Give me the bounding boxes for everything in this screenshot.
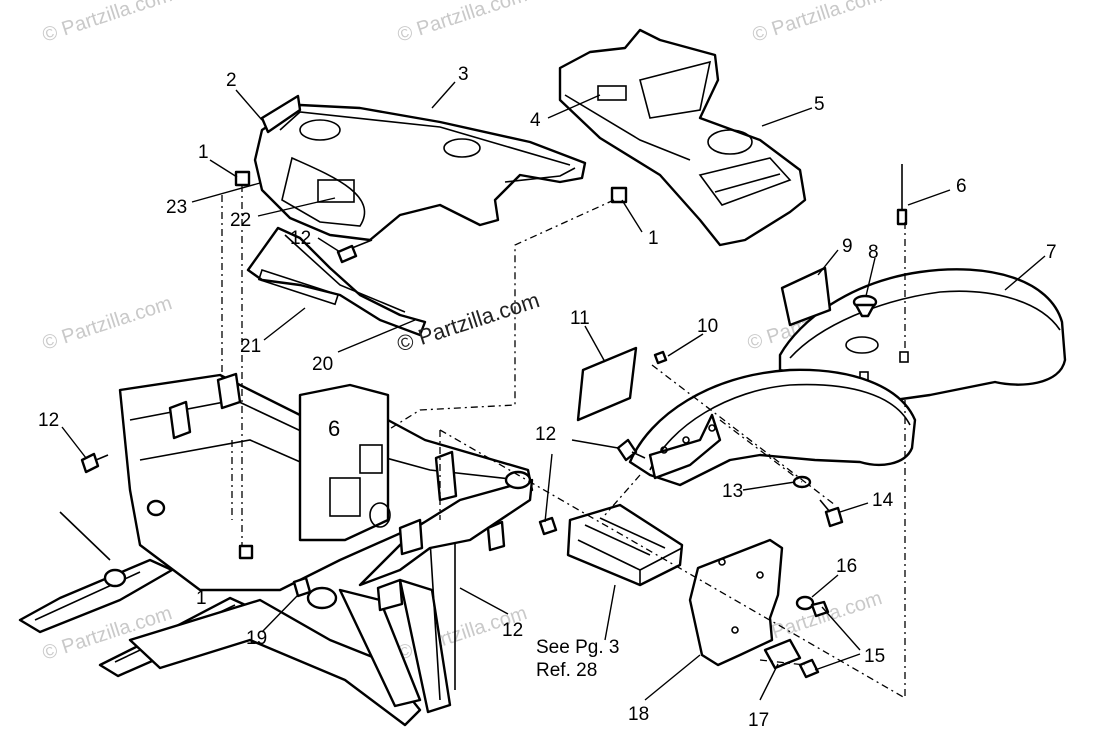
callout-17: 17	[748, 710, 769, 731]
callout-6: 6	[956, 176, 967, 197]
callout-1-bottom: 1	[196, 588, 207, 609]
part-bracket	[763, 638, 802, 670]
part-nuts	[795, 595, 830, 679]
part-clip-left	[234, 170, 251, 187]
callout-18: 18	[628, 704, 649, 725]
watermark-1: © Partzilla.com	[40, 0, 175, 47]
part-screw-frame-left	[80, 452, 109, 474]
note-see-page: See Pg. 3	[536, 637, 619, 658]
watermark-4: © Partzilla.com	[40, 292, 175, 355]
callout-1-top: 1	[198, 142, 209, 163]
callout-12-center: 12	[535, 424, 556, 445]
part-decal-left	[576, 346, 638, 422]
callout-7: 7	[1046, 242, 1057, 263]
part-19	[292, 576, 312, 598]
part-splash-plate	[688, 538, 784, 667]
callout-4: 4	[530, 110, 541, 131]
callout-14: 14	[872, 490, 894, 511]
callout-10: 10	[697, 316, 718, 337]
callout-22: 22	[230, 210, 251, 231]
callout-23: 23	[166, 197, 187, 218]
part-pin	[896, 164, 908, 226]
callout-13: 13	[722, 481, 743, 502]
callout-numbers: 2 3 4 5 6 7 8 9 10 11 1 23 22 12 1 21 20…	[38, 64, 1057, 731]
part-plug	[852, 294, 878, 318]
watermark-3: © Partzilla.com	[750, 0, 885, 47]
watermark-2: © Partzilla.com	[395, 0, 530, 47]
note-ref: Ref. 28	[536, 660, 597, 681]
part-lower-panel	[246, 226, 427, 337]
callout-9: 9	[842, 236, 853, 257]
part-rear-console	[558, 28, 807, 247]
part-screw-upper	[336, 239, 373, 264]
part-frame: 6	[18, 372, 534, 727]
callout-12-top: 12	[290, 228, 311, 249]
callout-12-bottom: 12	[502, 620, 523, 641]
callout-16: 16	[836, 556, 857, 577]
part-front-cowl	[253, 103, 587, 242]
assembly-lines	[221, 185, 906, 699]
part-screw-10	[653, 350, 668, 365]
callout-1-right: 1	[648, 228, 659, 249]
callout-20: 20	[312, 354, 333, 375]
callout-2: 2	[226, 70, 237, 91]
part-decal-right	[780, 266, 832, 327]
callout-8: 8	[868, 242, 879, 263]
callout-21: 21	[240, 336, 261, 357]
callout-15: 15	[864, 646, 885, 667]
callout-12-left: 12	[38, 410, 59, 431]
callout-5: 5	[814, 94, 825, 115]
callout-11: 11	[570, 308, 590, 329]
part-clip-right	[610, 186, 628, 204]
part-screw-footrest	[538, 516, 558, 536]
part-screw-center	[616, 438, 646, 462]
part-footrest	[566, 503, 684, 587]
frame-stamp-6: 6	[328, 416, 340, 441]
callout-3: 3	[458, 64, 469, 85]
part-screw-fender	[819, 499, 844, 528]
part-front-tab	[260, 94, 302, 134]
callout-19: 19	[246, 628, 267, 649]
leader-lines	[61, 81, 1046, 701]
part-front-fender	[628, 368, 917, 487]
